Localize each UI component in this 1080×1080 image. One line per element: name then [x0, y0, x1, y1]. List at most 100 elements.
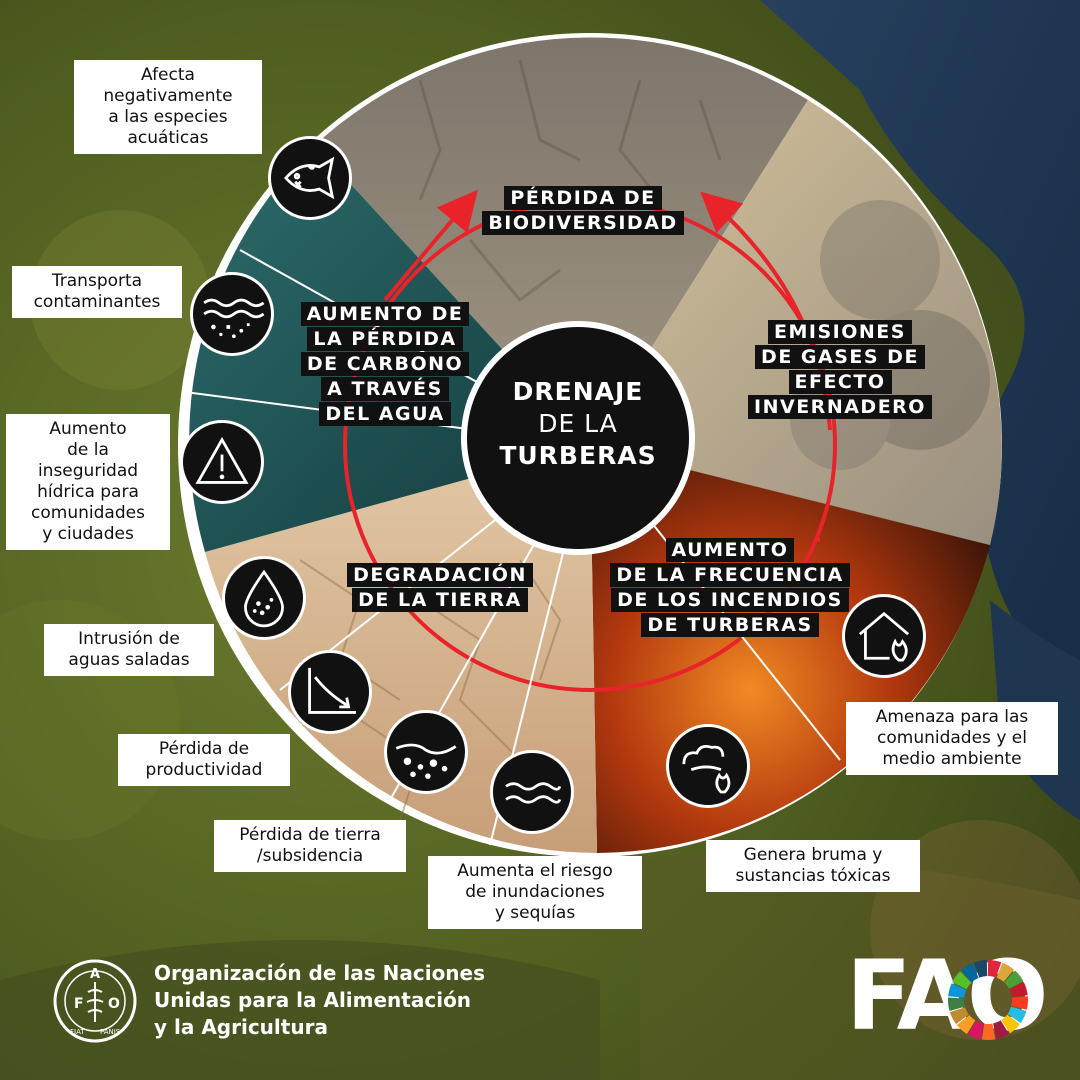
- callout-pollutants-line-1: Transporta: [51, 271, 143, 291]
- callout-communities-line-1: Amenaza para las: [875, 707, 1029, 727]
- saltwater-drop-icon: [222, 556, 306, 640]
- sdg-wheel-segment: [993, 1020, 1010, 1040]
- callout-productivity-line-1: Pérdida de: [158, 739, 250, 759]
- sdg-wheel-segment: [1011, 996, 1028, 1010]
- callout-aquatic-line-4: acuáticas: [127, 128, 209, 148]
- label-biodiversity: PÉRDIDA DE BIODIVERSIDAD: [468, 186, 698, 236]
- callout-aquatic-line-3: a las especies: [108, 107, 228, 127]
- label-water-line-5: DEL AGUA: [319, 402, 451, 426]
- callout-haze-line-1: Genera bruma y: [743, 845, 883, 865]
- callout-communities-line-3: medio ambiente: [882, 749, 1022, 769]
- callout-saltwater-line-2: aguas saladas: [68, 650, 190, 670]
- label-water-line-4: A TRAVÉS: [321, 377, 449, 401]
- segment-degradation: [205, 445, 597, 853]
- label-emissions: EMISIONES DE GASES DE EFECTO INVERNADERO: [740, 320, 940, 420]
- arrow-to-biodiversity-left: [383, 189, 478, 302]
- water-pollution-icon: [190, 272, 274, 356]
- label-degradation-line-2: DE LA TIERRA: [352, 588, 528, 612]
- callout-aquatic-line-2: negativamente: [103, 86, 233, 106]
- callout-floods-line-2: de inundaciones: [465, 882, 605, 902]
- house-fire-icon: [842, 594, 926, 678]
- sdg-wheel-segment: [996, 962, 1015, 982]
- label-fires-line-2: DE LA FRECUENCIA: [610, 563, 850, 587]
- center-line-2: DE LA: [538, 409, 618, 438]
- label-fires-line-3: DE LOS INCENDIOS: [611, 588, 849, 612]
- label-water-carbon: AUMENTO DE LA PÉRDIDA DE CARBONO A TRAVÉ…: [290, 302, 480, 427]
- label-water-line-1: AUMENTO DE: [300, 302, 470, 326]
- callout-water-security-line-6: y ciudades: [42, 524, 134, 544]
- emblem-motto-panis: PANIS: [100, 1028, 121, 1036]
- fish-icon: [268, 136, 352, 220]
- callout-communities-line-2: comunidades y el: [877, 728, 1027, 748]
- label-biodiversity-line-1: PÉRDIDA DE: [504, 186, 662, 210]
- center-line-3: TURBERAS: [499, 441, 657, 470]
- label-emissions-line-1: EMISIONES: [768, 320, 912, 344]
- org-name-line-3: y la Agricultura: [154, 1015, 328, 1039]
- callout-water-security-line-1: Aumento: [49, 419, 127, 439]
- callout-subsidence-line-2: /subsidencia: [256, 846, 364, 866]
- organization-name: Organización de las Naciones Unidas para…: [154, 960, 485, 1041]
- callout-water-security: Aumento de la inseguridad hídrica para c…: [6, 414, 170, 550]
- center-circle: [461, 321, 695, 555]
- label-fires-line-4: DE TURBERAS: [641, 613, 819, 637]
- sdg-wheel-segment: [981, 1023, 996, 1040]
- callout-subsidence: Pérdida de tierra /subsidencia: [214, 820, 406, 872]
- callout-floods-line-3: y sequías: [494, 903, 576, 923]
- callout-aquatic-line-1: Afecta: [141, 65, 195, 85]
- callout-pollutants: Transporta contaminantes: [12, 266, 182, 318]
- label-fires: AUMENTO DE LA FRECUENCIA DE LOS INCENDIO…: [600, 538, 860, 638]
- label-water-line-3: DE CARBONO: [300, 352, 470, 376]
- callout-floods: Aumenta el riesgo de inundaciones y sequ…: [428, 856, 642, 929]
- segment-biodiversity: [315, 37, 808, 445]
- sdg-wheel-segment: [948, 983, 967, 998]
- sdg-wheel-segment: [956, 1015, 976, 1035]
- callout-pollutants-line-2: contaminantes: [33, 292, 161, 312]
- callout-productivity-line-2: productividad: [145, 760, 263, 780]
- callout-productivity: Pérdida de productividad: [118, 734, 290, 786]
- emblem-letter-o: O: [108, 996, 120, 1012]
- callout-water-security-line-4: hídrica para: [37, 482, 139, 502]
- waves-icon: [490, 750, 574, 834]
- callout-communities: Amenaza para las comunidades y el medio …: [846, 702, 1058, 775]
- sdg-wheel-logo: [948, 960, 1028, 1040]
- center-label: DRENAJE DE LA TURBERAS: [478, 376, 678, 472]
- org-name-line-2: Unidas para la Alimentación: [154, 988, 472, 1012]
- decline-chart-icon: [288, 650, 372, 734]
- smoke-fire-icon: [666, 724, 750, 808]
- center-line-1: DRENAJE: [512, 377, 644, 406]
- emblem-letter-a: A: [90, 967, 100, 982]
- sdg-wheel-segment: [1007, 1006, 1027, 1024]
- sdg-wheel-segment: [967, 1020, 984, 1040]
- label-biodiversity-line-2: BIODIVERSIDAD: [482, 211, 684, 235]
- fao-emblem-logo: F A O FIAT PANIS: [53, 959, 137, 1043]
- warning-icon: [180, 420, 264, 504]
- dead-trees-texture: [418, 59, 722, 303]
- callout-floods-line-1: Aumenta el riesgo: [457, 861, 613, 881]
- callout-aquatic-species: Afecta negativamente a las especies acuá…: [74, 60, 262, 154]
- sdg-wheel-segment: [949, 1007, 969, 1025]
- emblem-motto-fiat: FIAT: [70, 1028, 85, 1036]
- label-emissions-line-3: EFECTO: [788, 370, 892, 394]
- org-name-line-1: Organización de las Naciones: [154, 961, 486, 985]
- sdg-wheel-segment: [988, 960, 1002, 978]
- callout-saltwater: Intrusión de aguas saladas: [44, 624, 214, 676]
- emblem-letter-f: F: [74, 996, 84, 1012]
- callout-water-security-line-5: comunidades: [31, 503, 145, 523]
- label-degradation: DEGRADACIÓN DE LA TIERRA: [330, 563, 550, 613]
- callout-saltwater-line-1: Intrusión de: [78, 629, 180, 649]
- callout-haze: Genera bruma y sustancias tóxicas: [706, 840, 920, 892]
- label-degradation-line-1: DEGRADACIÓN: [347, 563, 533, 587]
- label-fires-line-1: AUMENTO: [665, 538, 795, 562]
- sdg-wheel-segment: [1001, 1014, 1020, 1034]
- label-emissions-line-4: INVERNADERO: [748, 395, 932, 419]
- callout-water-security-line-2: de la: [67, 440, 109, 460]
- sdg-wheel-segment: [1009, 982, 1028, 998]
- label-water-line-2: LA PÉRDIDA: [307, 327, 463, 351]
- soil-subsidence-icon: [384, 710, 468, 794]
- callout-subsidence-line-1: Pérdida de tierra: [239, 825, 381, 845]
- sdg-wheel-segment: [973, 960, 988, 978]
- sdg-wheel-segment: [952, 971, 972, 990]
- sdg-wheel-segment: [961, 963, 979, 983]
- label-emissions-line-2: DE GASES DE: [755, 345, 925, 369]
- sdg-wheel-segment: [948, 997, 965, 1011]
